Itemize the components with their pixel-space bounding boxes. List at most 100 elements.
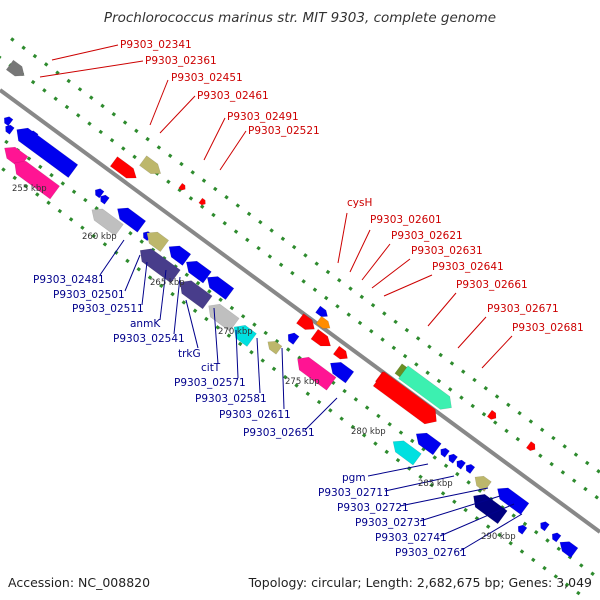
ruler-dot — [109, 138, 115, 143]
leader-line — [149, 79, 169, 126]
gene-label[interactable]: citT — [201, 362, 221, 374]
ruler-dot — [398, 430, 404, 435]
ruler-dot — [271, 366, 277, 372]
ruler-dot — [83, 197, 88, 203]
ruler-dot — [579, 563, 584, 568]
gene-label[interactable]: P9303_02541 — [113, 333, 185, 345]
gene-label[interactable]: P9303_02641 — [432, 261, 504, 273]
ruler-dot — [249, 350, 254, 355]
ruler-dot — [404, 327, 410, 333]
ruler-dot — [314, 261, 319, 266]
ruler-dot — [181, 300, 187, 305]
ruler-dot — [111, 111, 117, 117]
ruler-dot — [497, 532, 502, 538]
ruler-dot — [483, 386, 489, 391]
ruler-dot — [215, 325, 220, 330]
ruler-dot — [539, 427, 545, 432]
gene-label[interactable]: anmK — [130, 318, 161, 330]
tick-290: 290 kbp — [481, 532, 516, 542]
gene-label[interactable]: P9303_02511 — [72, 303, 144, 315]
ruler-dot — [258, 219, 263, 225]
ruler-dot — [328, 408, 333, 413]
gene-label[interactable]: P9303_02621 — [391, 230, 463, 242]
ruler-dot — [283, 374, 288, 380]
gene-label[interactable]: P9303_02491 — [227, 111, 299, 123]
gene-arrow — [16, 127, 79, 178]
gene-label[interactable]: P9303_02631 — [411, 245, 483, 257]
ruler-dot — [316, 399, 322, 405]
leader-line — [185, 299, 199, 349]
ruler-dot — [218, 297, 223, 302]
ruler-dot — [414, 362, 419, 367]
gene-features — [3, 59, 579, 559]
ruler-dot — [460, 369, 466, 374]
ruler-dot — [342, 388, 347, 394]
kbp-ticks: 255 kbp 260 kbp 265 kbp 270 kbp 275 kbp … — [12, 184, 516, 542]
gene-arrow — [486, 409, 497, 420]
gene-arrow — [415, 432, 442, 456]
gene-arrow — [497, 487, 530, 515]
ruler-dot — [303, 253, 308, 258]
ruler-dot — [23, 183, 29, 189]
ruler-dot — [337, 278, 342, 283]
ruler-dot — [43, 62, 49, 67]
gene-label[interactable]: P9303_02341 — [120, 39, 192, 51]
gene-label[interactable]: P9303_02481 — [33, 274, 105, 286]
ruler-dot — [49, 172, 54, 178]
ruler-dot — [533, 529, 539, 535]
ruler-dot — [353, 397, 359, 402]
gene-label[interactable]: P9303_02451 — [171, 72, 243, 84]
gene-label[interactable]: P9303_02571 — [174, 377, 246, 389]
ruler-dot — [71, 189, 77, 195]
ruler-dot — [30, 79, 36, 85]
ruler-dot — [75, 113, 81, 118]
ruler-dot — [470, 403, 475, 409]
gene-label[interactable]: P9303_02661 — [456, 279, 528, 291]
ruler-dot — [455, 471, 460, 477]
gene-label[interactable]: P9303_02741 — [375, 532, 447, 544]
gene-label[interactable]: P9303_02601 — [370, 214, 442, 226]
ruler-dot — [64, 104, 70, 110]
gene-label[interactable]: P9303_02711 — [318, 487, 390, 499]
gene-label[interactable]: P9303_02681 — [512, 322, 584, 334]
gene-label[interactable]: pgm — [342, 472, 366, 484]
leader-line — [124, 254, 141, 292]
ruler-dot — [10, 37, 15, 42]
ruler-dot — [339, 416, 344, 421]
gene-label[interactable]: P9303_02361 — [145, 55, 217, 67]
ruler-dot — [252, 322, 257, 327]
leader-line — [361, 243, 391, 281]
ruler-dot — [584, 460, 590, 466]
gene-arrow — [178, 182, 186, 191]
gene-label[interactable]: P9303_02501 — [53, 289, 125, 301]
gene-label[interactable]: P9303_02651 — [243, 427, 315, 439]
leader-line — [281, 347, 285, 410]
gene-label[interactable]: P9303_02731 — [355, 517, 427, 529]
ruler-dot — [551, 435, 556, 441]
tick-255: 255 kbp — [12, 184, 47, 194]
ruler-dot — [170, 291, 175, 297]
leader-line — [481, 335, 513, 369]
gene-label[interactable]: P9303_02671 — [487, 303, 559, 315]
gene-arrow — [233, 325, 257, 347]
tick-260: 260 kbp — [82, 232, 117, 242]
gene-label[interactable]: cysH — [347, 197, 372, 209]
ruler-dot — [89, 95, 94, 100]
ruler-dot — [301, 279, 306, 284]
gene-label[interactable]: trkG — [178, 348, 201, 360]
gene-label[interactable]: P9303_02761 — [395, 547, 467, 559]
ruler-dot — [517, 410, 522, 416]
ruler-dot — [312, 287, 318, 292]
ruler-dot — [156, 145, 162, 150]
gene-label[interactable]: P9303_02521 — [248, 125, 320, 137]
leader-line — [419, 495, 501, 522]
gene-label[interactable]: P9303_02461 — [197, 90, 269, 102]
ruler-dot — [167, 153, 173, 158]
gene-label[interactable]: P9303_02721 — [337, 502, 409, 514]
gene-arrow — [287, 332, 300, 345]
gene-label[interactable]: P9303_02581 — [195, 393, 267, 405]
gene-label[interactable]: P9303_02611 — [219, 409, 291, 421]
ruler-dot — [370, 302, 376, 308]
gene-arrow — [208, 303, 240, 332]
ruler-dot — [573, 452, 579, 457]
